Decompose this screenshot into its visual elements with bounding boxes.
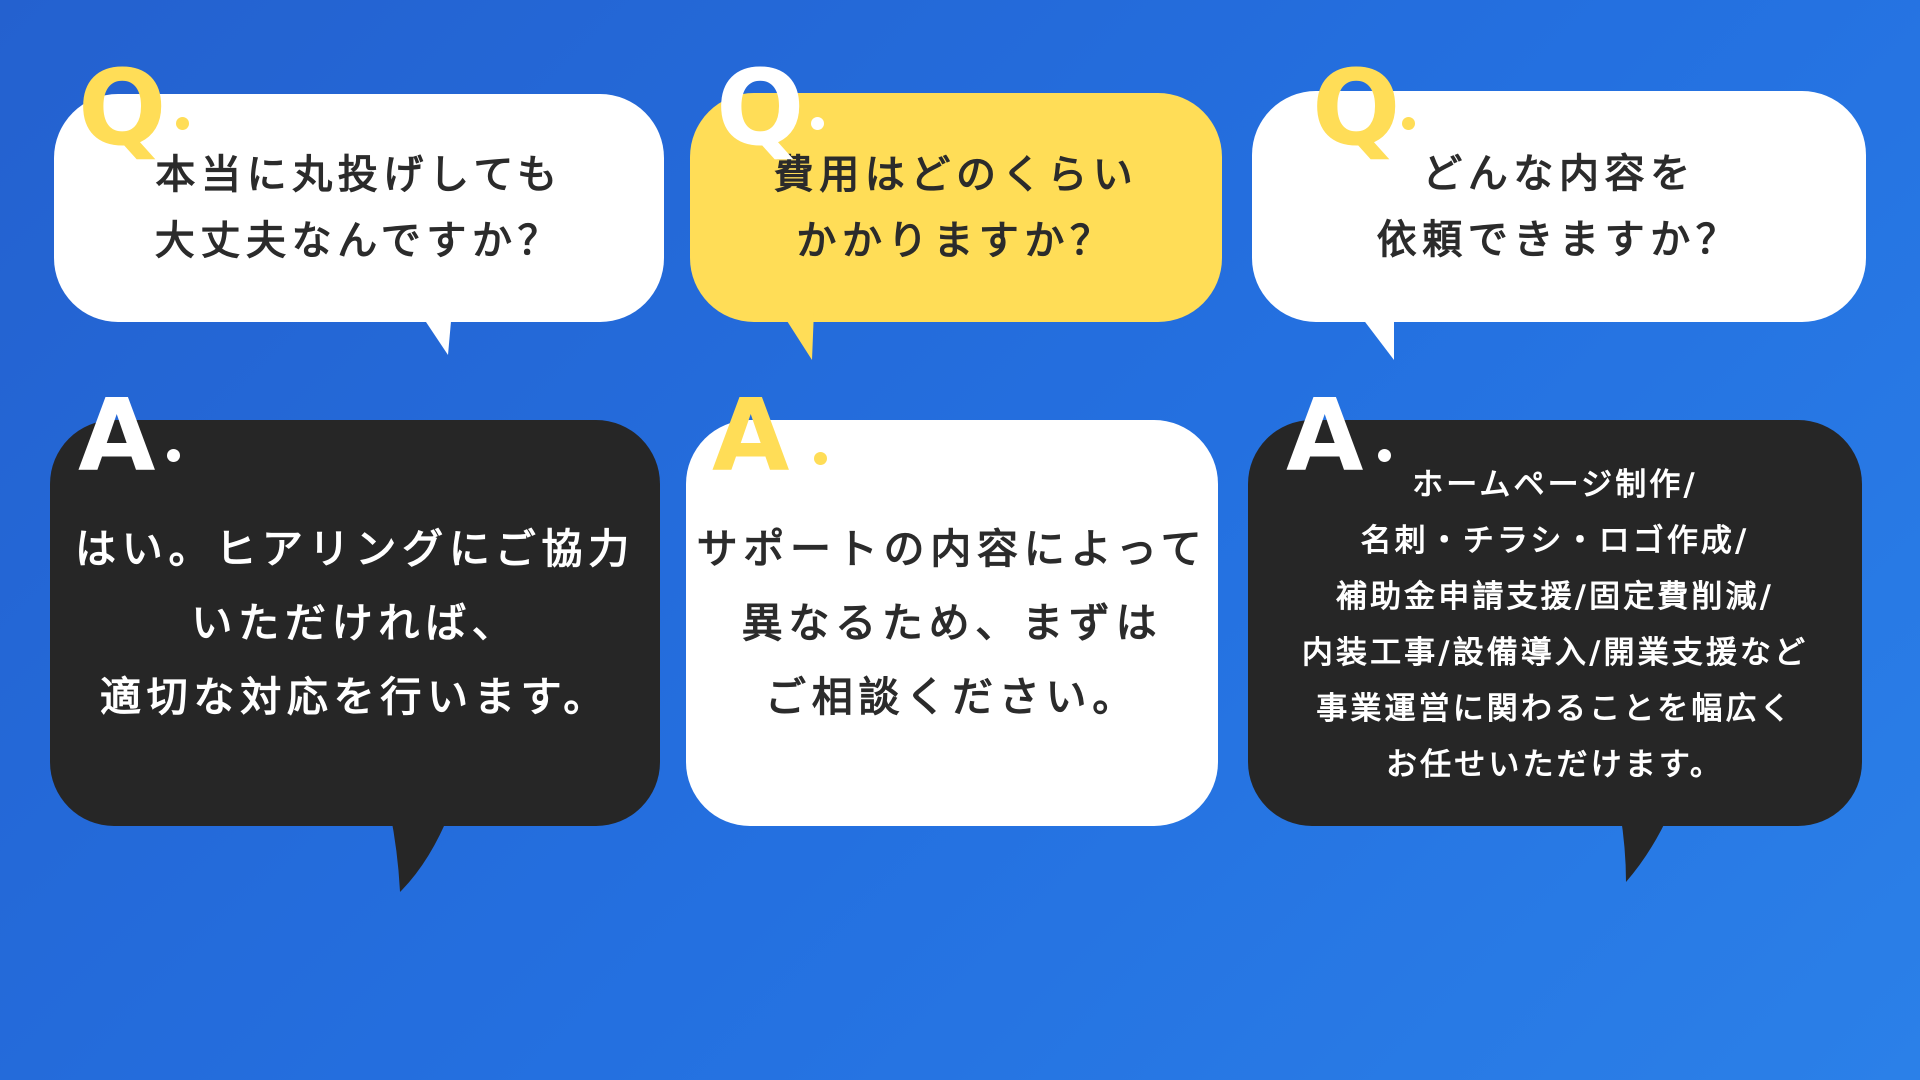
answer-bubble-tail-1 — [390, 812, 450, 892]
question-bubble-1: 本当に丸投げしても 大丈夫なんですか？ — [54, 94, 664, 322]
question-text-3: どんな内容を 依頼できますか？ — [1376, 150, 1742, 263]
question-bubble-tail-1 — [418, 310, 452, 355]
a-mark-dot-1 — [167, 449, 180, 462]
q-mark-dot-1 — [176, 117, 189, 130]
question-bubble-tail-3 — [1356, 310, 1394, 360]
q-mark-3: Q — [1312, 47, 1401, 169]
question-bubble-tail-2 — [780, 310, 814, 360]
answer-bubble-1: はい。ヒアリングにご協力 いただければ、 適切な対応を行います。 — [50, 420, 660, 826]
q-mark-2: Q — [716, 47, 805, 169]
a-mark-dot-2 — [814, 452, 827, 465]
a-mark-1: A — [78, 377, 156, 494]
q-mark-1: Q — [78, 47, 167, 169]
q-mark-dot-3 — [1402, 117, 1415, 130]
a-mark-2: A — [712, 377, 790, 494]
question-text-1: 本当に丸投げしても 大丈夫なんですか？ — [154, 152, 564, 264]
answer-bubble-3: ホームページ制作/ 名刺・チラシ・ロゴ作成/ 補助金申請支援/固定費削減/ 内装… — [1248, 420, 1862, 826]
answer-text-3: ホームページ制作/ 名刺・チラシ・ロゴ作成/ 補助金申請支援/固定費削減/ 内装… — [1301, 467, 1809, 783]
question-bubble-3: どんな内容を 依頼できますか？ — [1252, 91, 1866, 322]
answer-bubble-tail-3 — [1620, 812, 1670, 882]
q-mark-dot-2 — [811, 117, 824, 130]
a-mark-dot-3 — [1378, 449, 1391, 462]
a-mark-3: A — [1286, 377, 1364, 494]
answer-bubble-2: サポートの内容によって 異なるため、まずは ご相談ください。 — [686, 420, 1218, 826]
question-text-2: 費用はどのくらい かかりますか？ — [773, 151, 1139, 264]
answer-text-2: サポートの内容によって 異なるため、まずは ご相談ください。 — [696, 525, 1208, 721]
answer-text-1: はい。ヒアリングにご協力 いただければ、 適切な対応を行います。 — [74, 525, 636, 721]
question-bubble-2: 費用はどのくらい かかりますか？ — [690, 93, 1222, 322]
